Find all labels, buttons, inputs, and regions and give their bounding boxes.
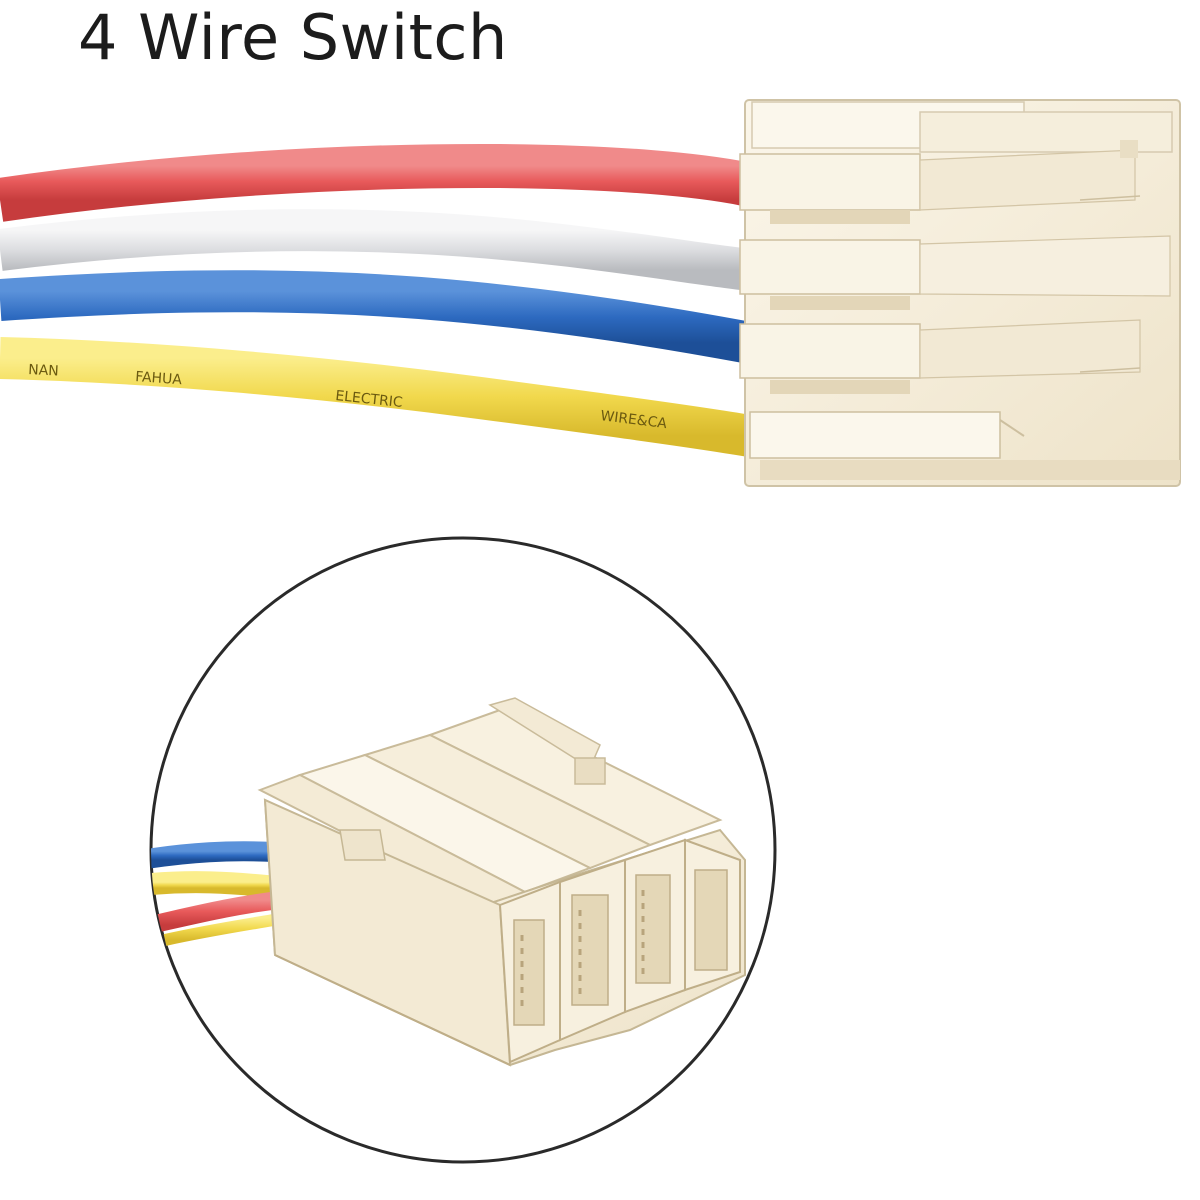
socket-2 [559, 858, 626, 1042]
wire-print-3: ELECTRIC [335, 388, 404, 411]
connector-side-view [739, 99, 1181, 487]
wire-print-1: NAN [28, 362, 59, 380]
wire-red [0, 143, 750, 222]
socket-3 [624, 838, 686, 1014]
detail-circle [149, 536, 777, 1164]
wire-yellow [0, 337, 754, 457]
wire-white [0, 209, 753, 291]
socket-1 [498, 880, 561, 1064]
socket-4 [684, 838, 741, 992]
page-title: 4 Wire Switch [78, 1, 508, 74]
wire-blue [0, 270, 754, 364]
wire-print-2: FAHUA [135, 369, 183, 388]
